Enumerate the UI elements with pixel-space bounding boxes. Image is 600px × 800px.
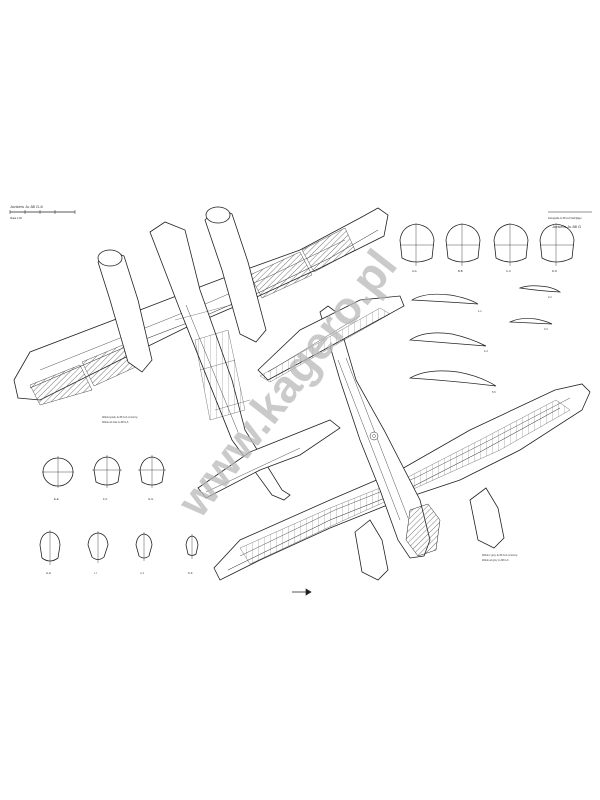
section-outline bbox=[135, 533, 153, 559]
section-label: K-K bbox=[188, 571, 193, 575]
airfoil bbox=[408, 332, 487, 347]
section-label: C-C bbox=[506, 269, 511, 273]
section-outline bbox=[445, 223, 481, 263]
section-label: B-B bbox=[458, 269, 463, 273]
title-block-right: Kartografia Ju 88 G-6 Nachtjäger Junkers… bbox=[548, 211, 592, 229]
cross-sections-left-row2 bbox=[39, 530, 199, 565]
airfoil-label: 2-2 bbox=[548, 296, 552, 299]
plan-bottom-caption-1: Widok z góry Ju 88 G-6 od strony bbox=[482, 554, 518, 557]
section-outline bbox=[539, 223, 575, 263]
airfoil-label: 4-4 bbox=[484, 350, 488, 353]
section-label: F-F bbox=[103, 497, 108, 501]
airfoil-label: 3-3 bbox=[544, 328, 548, 331]
section-label: E-E bbox=[54, 497, 59, 501]
plan-view-topside bbox=[213, 295, 591, 581]
plan-bottom-caption-2: Widok od góry Ju 88 G-6 bbox=[482, 559, 509, 562]
section-label: A-A bbox=[412, 269, 417, 273]
tailplane-underside bbox=[197, 419, 341, 499]
section-outline bbox=[39, 531, 61, 562]
plan-top-caption-1: Widok spodu Ju 88 G-6 od strony bbox=[102, 416, 138, 419]
sheet-title-right: Junkers Ju 88 G bbox=[552, 224, 581, 229]
section-outline bbox=[93, 456, 121, 486]
section-label: H-H bbox=[46, 571, 51, 575]
sheet-title-left: Junkers Ju 88 G-6 bbox=[10, 204, 43, 209]
airfoil-label: 5-5 bbox=[492, 391, 496, 394]
canopy bbox=[405, 503, 441, 557]
airfoil bbox=[408, 370, 497, 387]
section-outline bbox=[493, 223, 529, 263]
section-outline bbox=[185, 535, 199, 556]
section-outline bbox=[399, 223, 435, 263]
cross-sections-top-row bbox=[399, 223, 575, 266]
section-outline bbox=[87, 532, 109, 560]
scale-caption: Skala 1:48 bbox=[10, 217, 22, 220]
plan-view-underside bbox=[13, 206, 389, 501]
airfoil bbox=[518, 285, 562, 293]
section-label: J-J bbox=[140, 571, 144, 575]
section-outline bbox=[139, 456, 165, 486]
section-label: I-I bbox=[94, 571, 97, 575]
section-label: G-G bbox=[148, 497, 153, 501]
airfoil bbox=[410, 293, 479, 305]
airfoil bbox=[508, 318, 553, 325]
plan-top-caption-2: Widok od dołu Ju 88 G-6 bbox=[102, 421, 129, 424]
airfoil-profiles bbox=[408, 285, 562, 387]
section-label: D-D bbox=[552, 269, 557, 273]
north-arrow-mark bbox=[292, 588, 312, 596]
cross-sections-left-row1 bbox=[42, 455, 166, 488]
airfoil-label: 1-1 bbox=[478, 310, 482, 313]
nacelle-top-right bbox=[469, 487, 505, 549]
nacelle-top-left bbox=[354, 519, 389, 581]
title-block-left: Junkers Ju 88 G-6 Skala 1:48 bbox=[9, 204, 76, 220]
sheet-subtitle-right: Kartografia Ju 88 G-6 Nachtjäger bbox=[548, 217, 582, 220]
